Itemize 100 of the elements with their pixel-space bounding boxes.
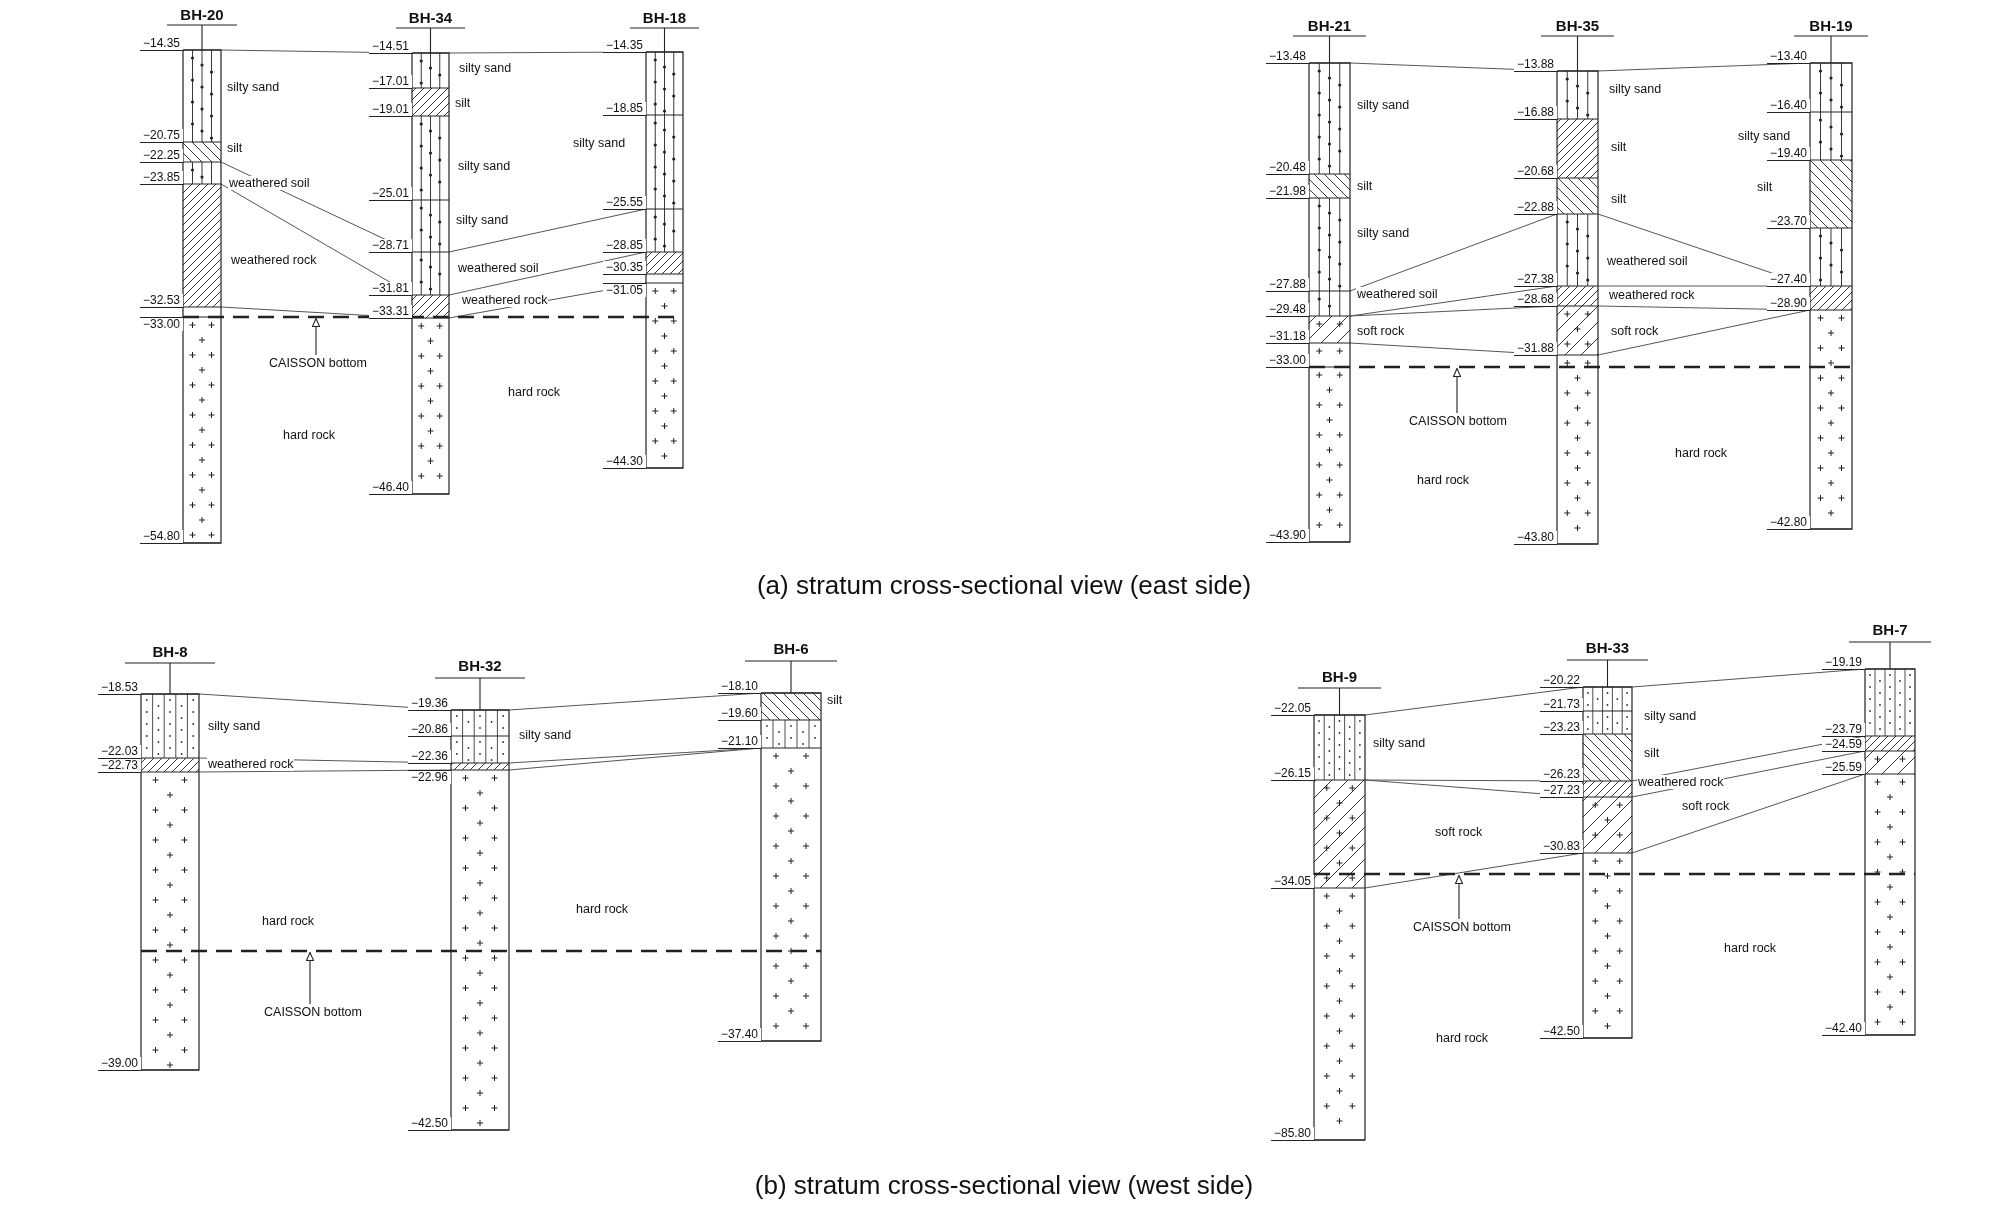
depth-label: −16.40: [1767, 99, 1810, 113]
annotation-text: CAISSON bottom: [1409, 414, 1507, 428]
depth-label: −23.79: [1822, 723, 1865, 737]
stratum-label: hard rock: [1435, 1031, 1490, 1045]
stratum-label: silt: [1610, 140, 1628, 154]
depth-label: −25.55: [603, 196, 646, 210]
stratum-label: hard rock: [1416, 473, 1471, 487]
depth-label: −23.85: [140, 171, 183, 185]
depth-label: −22.73: [98, 759, 141, 773]
annotation-text: CAISSON bottom: [1413, 920, 1511, 934]
stratum-label: hard rock: [507, 385, 562, 399]
borehole-id: BH-7: [1872, 622, 1908, 638]
depth-label: −33.00: [1266, 354, 1309, 368]
stratum-label: weathered soil: [1356, 287, 1439, 301]
depth-label: −19.60: [718, 707, 761, 721]
leader-arrow: [305, 951, 315, 1005]
depth-label: −24.59: [1822, 738, 1865, 752]
stratum-label: weathered soil: [457, 261, 540, 275]
figure-caption: (b) stratum cross-sectional view (west side): [754, 1170, 1254, 1200]
depth-label: −21.98: [1266, 185, 1309, 199]
depth-label: −13.88: [1514, 58, 1557, 72]
depth-label: −26.23: [1540, 768, 1583, 782]
caisson-bottom-line: [141, 949, 821, 953]
depth-label: −31.05: [603, 283, 646, 297]
depth-label: −13.40: [1767, 50, 1810, 64]
depth-label: −31.81: [369, 282, 412, 296]
depth-label: −33.31: [369, 305, 412, 319]
depth-label: −30.35: [603, 261, 646, 275]
stratum-label: silty sand: [1643, 709, 1698, 723]
stratum-label: weathered soil: [1606, 254, 1689, 268]
depth-label: −21.10: [718, 735, 761, 749]
depth-label: −54.80: [140, 530, 183, 544]
depth-label: −18.10: [718, 680, 761, 694]
leader-arrow: [1452, 367, 1462, 414]
depth-label: −33.00: [140, 317, 183, 331]
stratum-label: weathered rock: [1608, 288, 1696, 302]
depth-label: −25.59: [1822, 761, 1865, 775]
depth-label: −46.40: [369, 481, 412, 495]
depth-label: −21.73: [1540, 698, 1583, 712]
depth-label: −19.40: [1767, 147, 1810, 161]
depth-label: −34.05: [1271, 875, 1314, 889]
stratum-label: silt: [1356, 179, 1374, 193]
depth-label: −22.03: [98, 745, 141, 759]
stratum-label: hard rock: [1723, 941, 1778, 955]
depth-label: −25.01: [369, 187, 412, 201]
depth-label: −44.30: [603, 455, 646, 469]
depth-label: −22.05: [1271, 702, 1314, 716]
depth-label: −29.48: [1266, 303, 1309, 317]
annotation-text: CAISSON bottom: [264, 1005, 362, 1019]
depth-label: −22.36: [408, 750, 451, 764]
depth-label: −14.51: [369, 40, 412, 54]
depth-label: −42.50: [1540, 1025, 1583, 1039]
borehole-id: BH-8: [152, 644, 188, 660]
borehole-id: BH-33: [1585, 640, 1630, 656]
depth-label: −27.38: [1514, 273, 1557, 287]
borehole-id: BH-18: [642, 10, 687, 26]
depth-label: −27.23: [1540, 784, 1583, 798]
stratum-label: weathered rock: [1637, 775, 1725, 789]
depth-label: −20.22: [1540, 674, 1583, 688]
leader-arrow: [1454, 874, 1464, 920]
stratum-label: weathered rock: [461, 293, 549, 307]
depth-label: −22.25: [140, 149, 183, 163]
stratum-label: silt: [1756, 180, 1774, 194]
depth-label: −17.01: [369, 75, 412, 89]
depth-label: −16.88: [1514, 106, 1557, 120]
borehole-id: BH-9: [1322, 669, 1357, 685]
depth-label: −14.35: [140, 37, 183, 51]
depth-label: −43.90: [1266, 529, 1309, 543]
borehole-id: BH-20: [180, 7, 224, 23]
borehole-id: BH-21: [1307, 18, 1352, 34]
depth-label: −23.23: [1540, 721, 1583, 735]
depth-label: −26.15: [1271, 767, 1314, 781]
depth-label: −23.70: [1767, 215, 1810, 229]
depth-label: −37.40: [718, 1028, 761, 1042]
stratum-label: silt: [454, 96, 472, 110]
depth-label: −42.80: [1767, 516, 1810, 530]
stratum-label: hard rock: [282, 428, 337, 442]
borehole-id: BH-32: [458, 658, 502, 674]
figure-caption: (a) stratum cross-sectional view (east side): [756, 570, 1252, 600]
depth-label: −43.80: [1514, 531, 1557, 545]
borehole-id: BH-35: [1555, 18, 1600, 34]
depth-label: −30.83: [1540, 840, 1583, 854]
borehole-id: BH-6: [773, 641, 809, 657]
depth-label: −27.40: [1767, 273, 1810, 287]
stratum-label: silty sand: [1737, 129, 1792, 143]
stratum-label: weathered rock: [230, 253, 318, 267]
depth-label: −20.86: [408, 723, 451, 737]
depth-label: −28.68: [1514, 293, 1557, 307]
depth-label: −42.40: [1822, 1022, 1865, 1036]
depth-label: −19.19: [1822, 656, 1865, 670]
depth-label: −14.35: [603, 39, 646, 53]
stratum-label: weathered soil: [228, 176, 311, 190]
depth-label: −20.48: [1266, 161, 1309, 175]
depth-label: −13.48: [1266, 50, 1309, 64]
leader-arrow: [311, 317, 321, 356]
depth-label: −18.85: [603, 102, 646, 116]
depth-label: −22.88: [1514, 201, 1557, 215]
stratum-label: soft rock: [1681, 799, 1731, 813]
stratum-label: silt: [1610, 192, 1628, 206]
depth-label: −28.85: [603, 239, 646, 253]
